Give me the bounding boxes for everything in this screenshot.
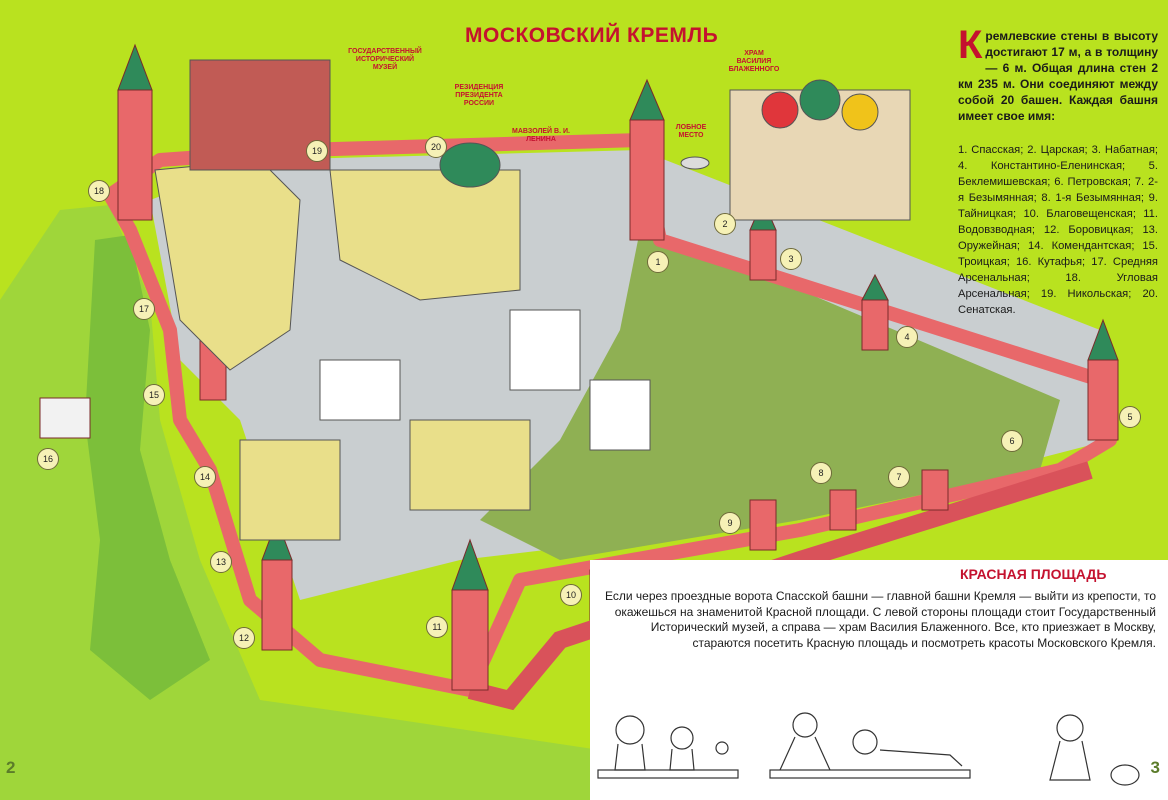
tower-number-5: 5 <box>1119 406 1141 428</box>
tower-number-17: 17 <box>133 298 155 320</box>
cathedral <box>589 379 651 451</box>
bench-right <box>769 769 971 779</box>
tower-number-7: 7 <box>888 466 910 488</box>
basil-dome-3 <box>841 93 879 131</box>
armory <box>239 439 341 541</box>
tower-number-13: 13 <box>210 551 232 573</box>
tower-8 <box>829 489 857 531</box>
facts-dropcap: К <box>958 23 983 67</box>
label-residence: РЕЗИДЕНЦИЯ ПРЕЗИДЕНТА РОССИИ <box>454 84 504 107</box>
child-head-4 <box>852 729 878 755</box>
tower-number-15: 15 <box>143 384 165 406</box>
garden-path <box>85 235 210 700</box>
kremlin-wall <box>103 133 1117 697</box>
tower-18 <box>117 89 153 221</box>
child-body-1 <box>614 743 646 771</box>
tower-16 <box>39 397 91 439</box>
tower-number-10: 10 <box>560 584 582 606</box>
child-body-3 <box>779 736 831 771</box>
toy-rabbit <box>715 741 729 755</box>
child-body-2 <box>669 748 695 771</box>
tower-number-18: 18 <box>88 180 110 202</box>
page-number-right: 3 <box>1150 758 1160 777</box>
tower-number-8: 8 <box>810 462 832 484</box>
tower-3 <box>749 229 777 281</box>
tower-11 <box>451 589 489 691</box>
senate-dome <box>439 142 501 188</box>
tower-1-roof <box>629 78 665 121</box>
tower-11-roof <box>451 538 489 591</box>
tower-4 <box>861 299 889 351</box>
tower-18-roof <box>117 43 153 91</box>
tower-number-12: 12 <box>233 627 255 649</box>
red-square-panel <box>590 560 1168 800</box>
tower-5 <box>1087 359 1119 441</box>
label-mausoleum: МАВЗОЛЕЙ В. И. ЛЕНИНА <box>512 128 570 143</box>
tower-number-6: 6 <box>1001 430 1023 452</box>
congress-building <box>319 359 401 421</box>
tower-number-3: 3 <box>780 248 802 270</box>
tower-number-4: 4 <box>896 326 918 348</box>
tower-number-19: 19 <box>306 140 328 162</box>
page-title: МОСКОВСКИЙ КРЕМЛЬ <box>465 24 719 47</box>
tower-number-11: 11 <box>426 616 448 638</box>
child-head-1 <box>615 715 645 745</box>
tower-number-1: 1 <box>647 251 669 273</box>
tower-9 <box>749 499 777 551</box>
tower-4-roof <box>861 273 889 301</box>
child-body-4 <box>879 749 963 767</box>
tower-5-roof <box>1087 318 1119 361</box>
tower-number-9: 9 <box>719 512 741 534</box>
buildings <box>154 59 911 541</box>
page-number-left: 2 <box>6 758 16 777</box>
ivan-bell-tower <box>509 309 581 391</box>
label-museum: ГОСУДАРСТВЕННЫЙ ИСТОРИЧЕСКИЙ МУЗЕЙ <box>348 48 422 71</box>
facts-text: ремлевские стены в высоту достигают 17 м… <box>958 29 1158 123</box>
child-body-5 <box>1049 740 1091 781</box>
tower-list: 1. Спасская; 2. Царская; 3. Набатная; 4.… <box>958 144 1158 316</box>
child-head-2 <box>670 726 694 750</box>
backpack <box>1110 764 1140 786</box>
child-head-5 <box>1056 714 1084 742</box>
great-palace <box>409 419 531 511</box>
tower-number-2: 2 <box>714 213 736 235</box>
label-basil: ХРАМ ВАСИЛИЯ БЛАЖЕННОГО <box>728 50 780 73</box>
tower-number-14: 14 <box>194 466 216 488</box>
green-hill <box>480 230 1060 560</box>
red-square-text: Если через проездные ворота Спасской баш… <box>605 589 1156 650</box>
tower-number-20: 20 <box>425 136 447 158</box>
lobnoe-mesto <box>680 156 710 170</box>
people-sketch <box>597 712 1140 786</box>
tower-13 <box>261 559 293 651</box>
kremlin-wall-south <box>467 461 1093 711</box>
tower-7 <box>921 469 949 511</box>
basil-dome-2 <box>799 79 841 121</box>
tower-1 <box>629 119 665 241</box>
red-square-title: КРАСНАЯ ПЛОЩАДЬ <box>960 566 1107 582</box>
label-lobnoe: ЛОБНОЕ МЕСТО <box>675 124 707 139</box>
towers <box>39 43 1119 691</box>
tower-number-16: 16 <box>37 448 59 470</box>
basil-dome-1 <box>761 91 799 129</box>
bench-left <box>597 769 739 779</box>
child-head-3 <box>792 712 818 738</box>
